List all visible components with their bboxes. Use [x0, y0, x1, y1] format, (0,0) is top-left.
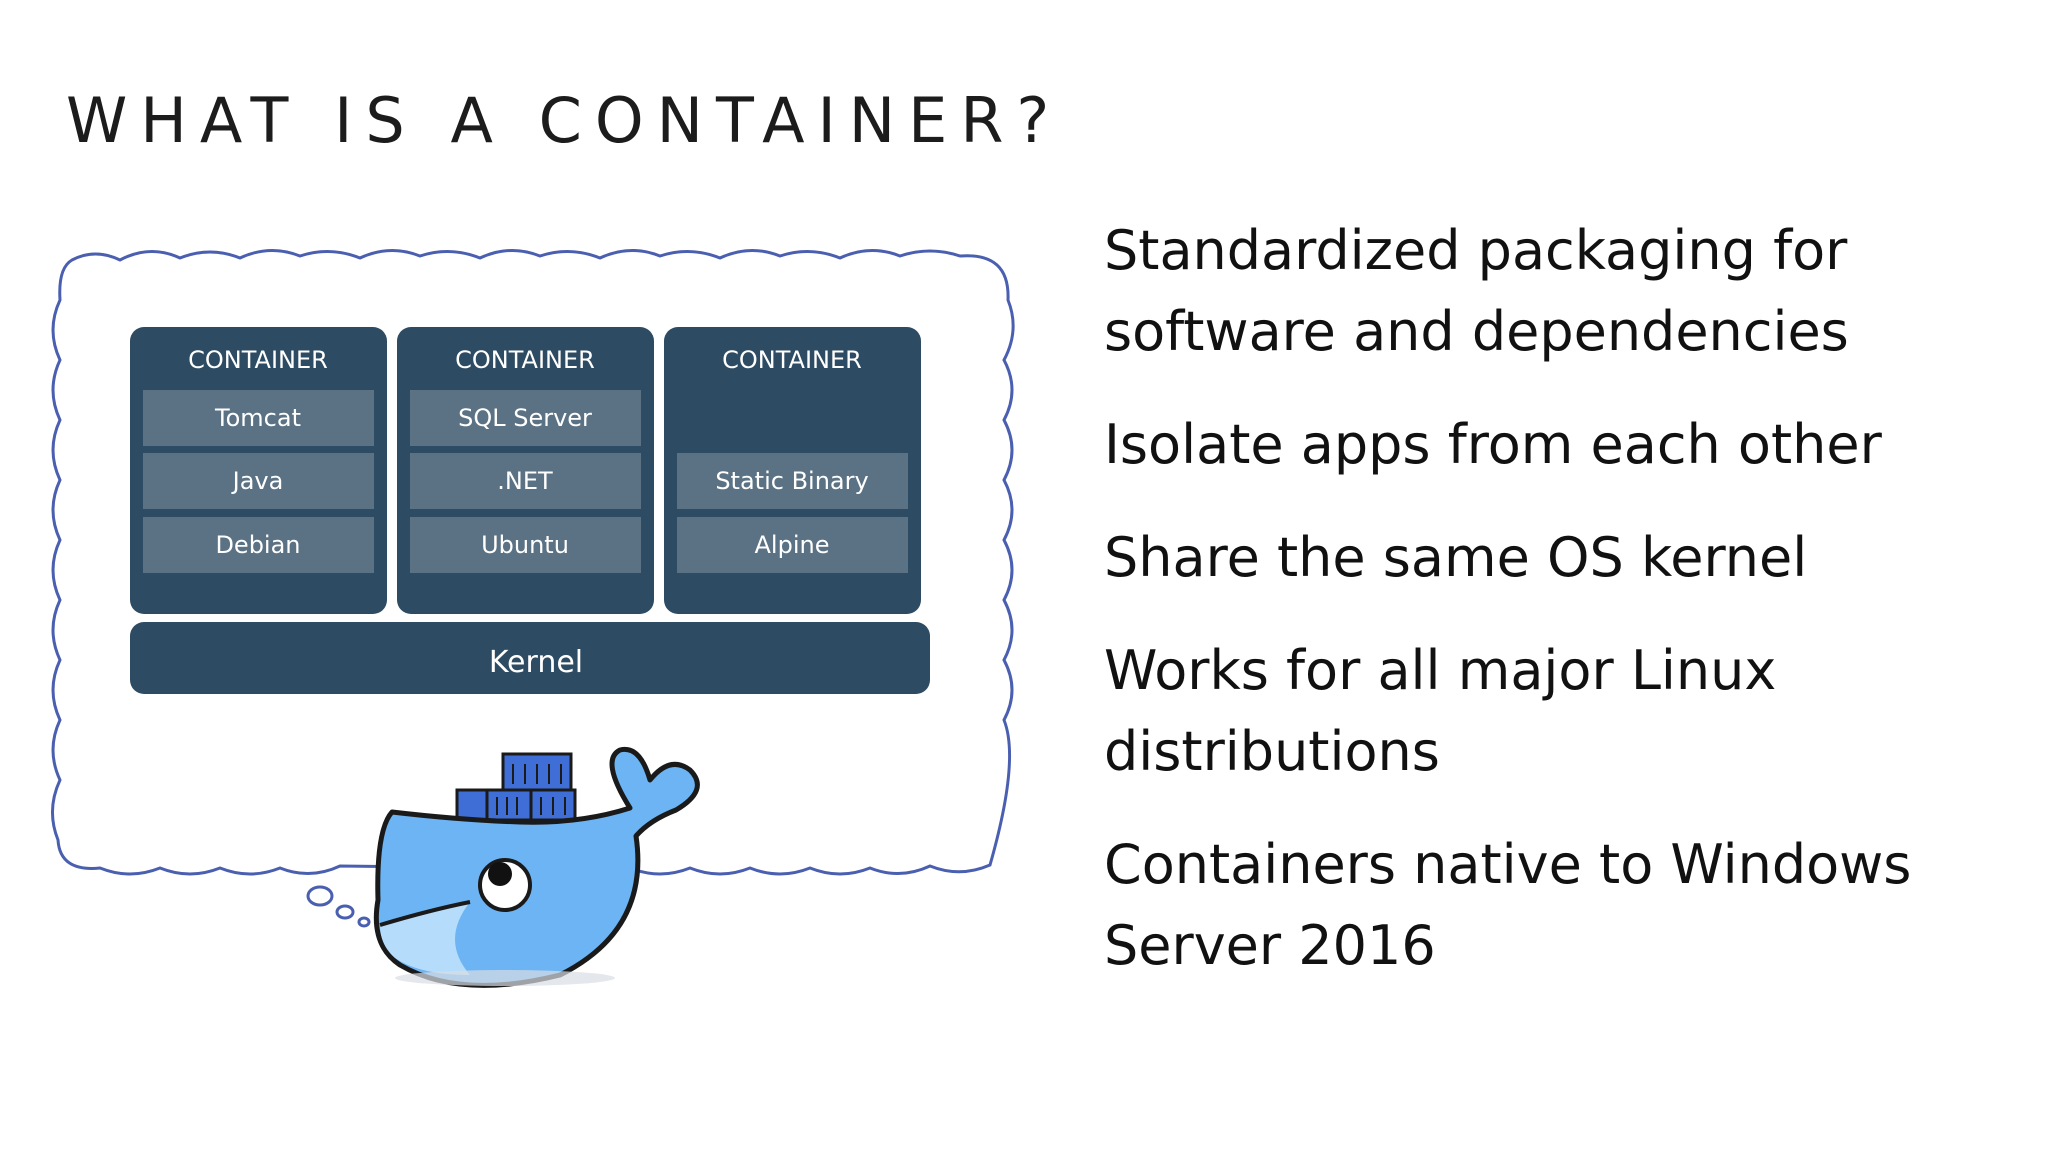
bullet-item: Works for all major Linux distributions	[1104, 639, 1777, 783]
kernel-bar: Kernel	[130, 622, 930, 694]
container-layer: Alpine	[755, 531, 830, 559]
container-box: CONTAINER Static Binary Alpine	[664, 327, 921, 614]
container-layer: SQL Server	[458, 404, 592, 432]
bullet-item: Standardized packaging for software and …	[1104, 219, 1849, 363]
container-diagram: CONTAINER Tomcat Java Debian CONTAINER S…	[51, 249, 1015, 988]
container-header: CONTAINER	[722, 346, 862, 374]
container-layer: .NET	[497, 467, 553, 495]
bullet-item: Containers native to Windows Server 2016	[1104, 833, 1912, 977]
docker-whale-icon	[373, 746, 700, 988]
container-box: CONTAINER Tomcat Java Debian	[130, 327, 387, 614]
container-layer: Debian	[215, 531, 300, 559]
container-box: CONTAINER SQL Server .NET Ubuntu	[397, 327, 654, 614]
bullet-list: Standardized packaging for software and …	[1104, 210, 2004, 1018]
kernel-label: Kernel	[489, 645, 583, 680]
container-crates-icon	[455, 752, 577, 822]
bullet-item: Share the same OS kernel	[1104, 526, 1808, 589]
container-header: CONTAINER	[455, 346, 595, 374]
bullet-item: Isolate apps from each other	[1104, 413, 1882, 476]
container-layer: Tomcat	[214, 404, 301, 432]
container-layer: Static Binary	[715, 467, 868, 495]
slide-title: WHAT IS A CONTAINER?	[66, 84, 1063, 157]
container-layer: Ubuntu	[481, 531, 569, 559]
container-layer: Java	[231, 467, 284, 495]
container-header: CONTAINER	[188, 346, 328, 374]
